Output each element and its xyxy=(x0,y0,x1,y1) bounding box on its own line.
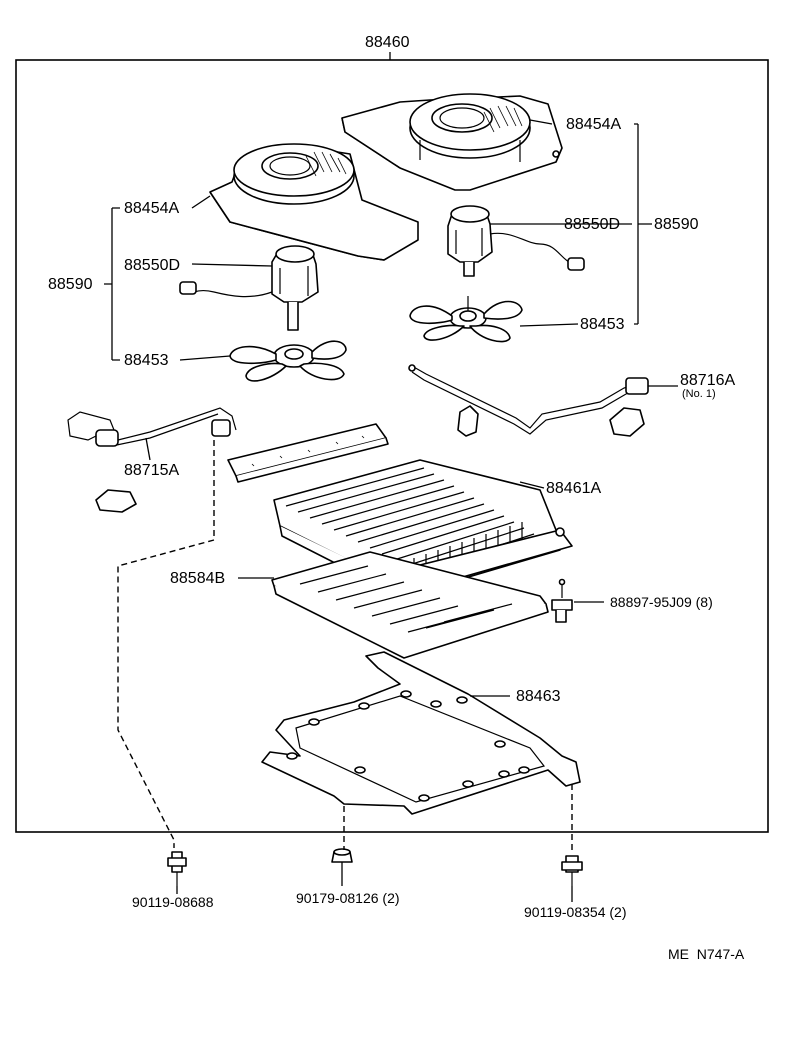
small-bolt xyxy=(551,578,573,623)
callout-small-bolt: 88897-95J09 (8) xyxy=(610,594,713,610)
mounting-frame xyxy=(261,651,581,815)
callout-frame: 88463 xyxy=(516,688,561,705)
callout-tube-right: 88716A xyxy=(680,372,736,389)
callout-bolt-left: 90119-08688 xyxy=(132,894,214,910)
fan-cover-left xyxy=(209,143,419,261)
callout-tube-left: 88715A xyxy=(124,462,180,479)
assembly-line-left xyxy=(117,440,215,848)
callout-fan-right: 88453 xyxy=(580,316,625,333)
fan-left xyxy=(229,340,347,382)
callout-fan-left: 88453 xyxy=(124,352,169,369)
callout-cover-right: 88454A xyxy=(566,116,622,133)
callout-tube-right-note: (No. 1) xyxy=(682,388,716,400)
diagram-code: ME N747-A xyxy=(668,946,745,962)
tube-left xyxy=(67,407,237,513)
condenser-guard xyxy=(271,551,549,659)
assembly-border xyxy=(15,59,769,833)
callout-bolt-right: 90119-08354 (2) xyxy=(524,904,627,920)
callout-motor-right: 88550D xyxy=(564,216,621,233)
callout-group-right: 88590 xyxy=(654,216,699,233)
callout-guard: 88584B xyxy=(170,570,226,587)
leader-lines xyxy=(104,119,678,902)
callout-cover-left: 88454A xyxy=(124,200,180,217)
nut-mid xyxy=(331,848,353,863)
condenser-core xyxy=(273,459,573,597)
fan-cover-right xyxy=(341,93,563,191)
assembly-number: 88460 xyxy=(365,34,410,51)
motor-left xyxy=(179,245,319,331)
fan-right xyxy=(409,296,523,343)
callout-group-left: 88590 xyxy=(48,276,93,293)
bolt-left xyxy=(167,851,187,886)
motor-right xyxy=(447,205,585,277)
callout-motor-left: 88550D xyxy=(124,257,181,274)
callout-condenser: 88461A xyxy=(546,480,602,497)
mounting-strip xyxy=(227,423,389,483)
tube-right xyxy=(408,364,649,437)
bolt-right xyxy=(561,855,583,886)
callout-nut-mid: 90179-08126 (2) xyxy=(296,890,400,906)
